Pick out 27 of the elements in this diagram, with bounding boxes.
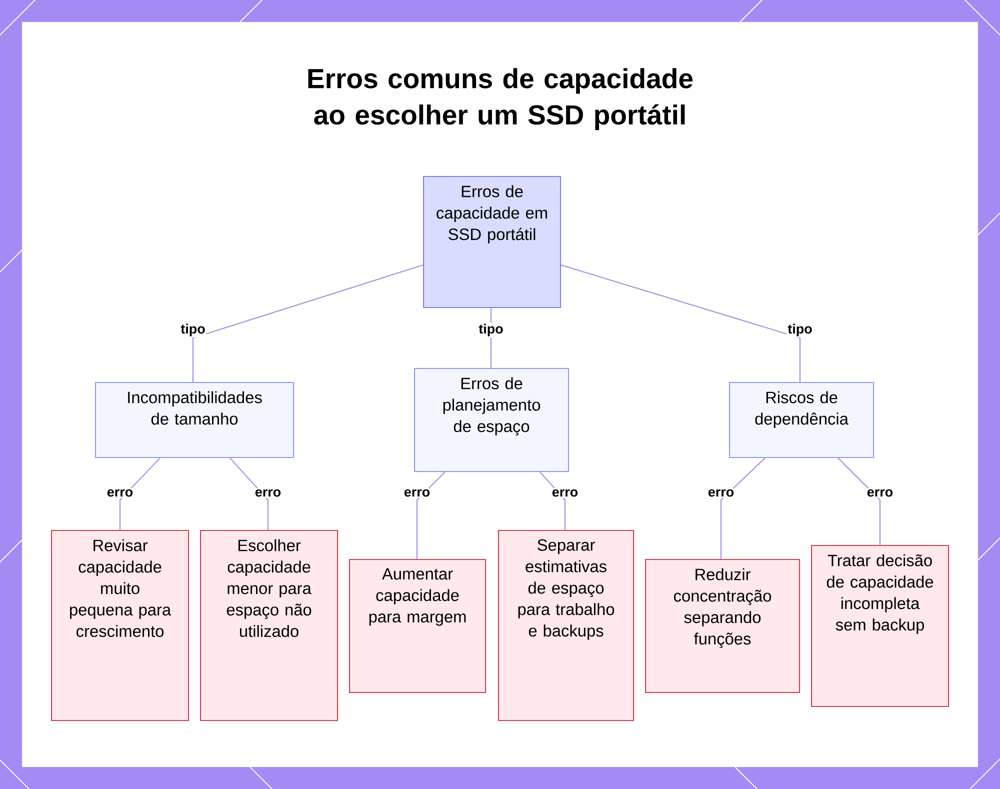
connector <box>416 472 446 559</box>
edge-label: tipo <box>180 324 205 336</box>
error-box: Separar estimativas de espaço para trabalho e backups <box>498 530 634 722</box>
category-box: Riscos de dependência <box>729 382 874 458</box>
connector <box>119 458 160 530</box>
edge-label: tipo <box>478 324 503 336</box>
connector <box>192 264 424 382</box>
category-box: Incompatibilidades de tamanho <box>95 382 294 458</box>
title: Erros comuns de capacidade ao escolher um SSD portátil <box>308 68 693 130</box>
edge-label: erro <box>867 489 893 497</box>
error-box: Escolher capacidade menor para espaço não utilizado <box>200 530 338 722</box>
error-box: Revisar capacidade muito pequena para crescimento <box>51 530 190 722</box>
connector <box>230 458 269 530</box>
topic-box: Erros de capacidade em SSD portátil <box>423 176 562 308</box>
error-box: Tratar decisão de capacidade incompleta sem backup <box>811 545 950 708</box>
edge-label: erro <box>107 489 133 497</box>
connector <box>838 458 881 545</box>
error-box: Aumentar capacidade para margem <box>349 559 486 694</box>
edge-label: erro <box>552 489 578 497</box>
connector <box>560 264 801 382</box>
error-box: Reduzir concentração separando funções <box>645 559 800 694</box>
edge-label: erro <box>404 489 430 497</box>
connector <box>720 458 766 559</box>
category-box: Erros de planejamento de espaço <box>414 368 570 472</box>
edge-label: erro <box>255 489 281 497</box>
edge-label: tipo <box>788 324 812 336</box>
edge-label: erro <box>708 489 734 497</box>
